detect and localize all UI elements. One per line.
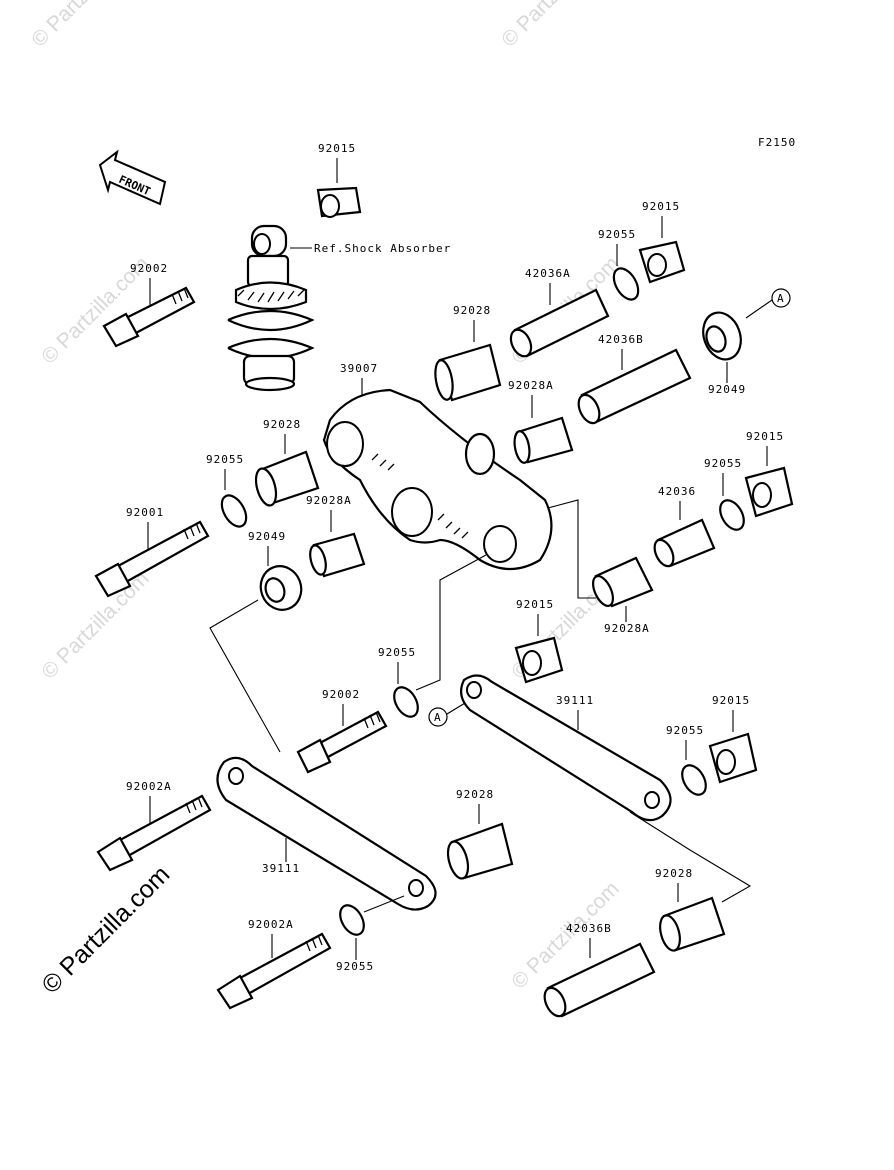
part-label: 92001	[126, 506, 164, 519]
part-label: 39007	[340, 362, 378, 375]
bolt-92002A	[96, 794, 212, 872]
part-label: 42036A	[525, 267, 571, 280]
nut-92015	[514, 636, 564, 684]
callout-a	[428, 707, 448, 727]
part-label: 92015	[516, 598, 554, 611]
part-label: 92015	[642, 200, 680, 213]
seal-92049	[259, 565, 303, 611]
part-label: 39111	[556, 694, 594, 707]
collar-42036B	[543, 942, 656, 1018]
part-label: 92028A	[604, 622, 650, 635]
nut-92015	[316, 186, 362, 218]
part-label: 39111	[262, 862, 300, 875]
part-label: 92002	[322, 688, 360, 701]
part-label: 92015	[318, 142, 356, 155]
part-label: 92055	[598, 228, 636, 241]
part-label: 92015	[712, 694, 750, 707]
part-label: 92028A	[306, 494, 352, 507]
part-label: 92028A	[508, 379, 554, 392]
part-label: 92049	[248, 530, 286, 543]
part-label: 42036	[658, 485, 696, 498]
part-label: 92055	[704, 457, 742, 470]
watermark: © Partzilla.com	[497, 0, 613, 52]
o-ring-92055	[612, 267, 640, 301]
bushing-92028	[446, 822, 514, 880]
bolt-92001	[94, 520, 210, 598]
part-label: 42036B	[598, 333, 644, 346]
ref-shock-note: Ref.Shock Absorber	[314, 242, 451, 255]
part-label: 92028	[263, 418, 301, 431]
part-label: 92028	[456, 788, 494, 801]
bolt-92002A	[216, 932, 332, 1010]
part-label: 92055	[666, 724, 704, 737]
bolt-92002	[102, 286, 196, 348]
seal-92049	[702, 311, 742, 361]
callout-a	[771, 288, 791, 308]
part-label: 92049	[708, 383, 746, 396]
part-label: 92055	[378, 646, 416, 659]
watermark: © Partzilla.com	[37, 567, 153, 683]
part-label: 92015	[746, 430, 784, 443]
link-39111	[459, 674, 672, 822]
o-ring-92055	[220, 494, 248, 528]
part-label: 92055	[336, 960, 374, 973]
part-label: 92028	[453, 304, 491, 317]
o-ring-92055	[339, 904, 365, 936]
nut-92015	[744, 466, 794, 518]
callout-a-label: A	[777, 292, 785, 305]
part-label: 92028	[655, 867, 693, 880]
nut-92015	[708, 732, 758, 784]
callout-a-label: A	[434, 711, 442, 724]
watermark: © Partzilla.com	[27, 0, 143, 52]
part-label: 42036B	[566, 922, 612, 935]
shock-absorber	[227, 224, 315, 392]
part-label: 92055	[206, 453, 244, 466]
bushing-92028	[254, 450, 320, 507]
o-ring-92055	[719, 499, 745, 531]
rocker-arm-39007	[322, 388, 553, 570]
part-label: 92002	[130, 262, 168, 275]
bushing-92028A	[513, 416, 574, 464]
collar-42036	[653, 518, 716, 568]
part-label: 92002A	[126, 780, 172, 793]
collar-42036B	[577, 348, 692, 425]
watermark-copyright: © Partzilla.com	[36, 860, 175, 999]
o-ring-92055	[681, 764, 707, 796]
bushing-92028	[434, 343, 502, 402]
bolt-92002	[296, 710, 388, 774]
front-arrow-icon: FRONT	[98, 149, 167, 206]
bushing-92028A	[591, 556, 654, 608]
bushing-92028A	[309, 532, 366, 578]
bushing-92028	[659, 896, 726, 952]
diagram-id: F2150	[758, 136, 796, 149]
part-label: 92002A	[248, 918, 294, 931]
nut-92015	[638, 240, 686, 284]
link-39111	[216, 756, 437, 911]
collar-42036A	[509, 288, 610, 358]
o-ring-92055	[393, 686, 419, 718]
